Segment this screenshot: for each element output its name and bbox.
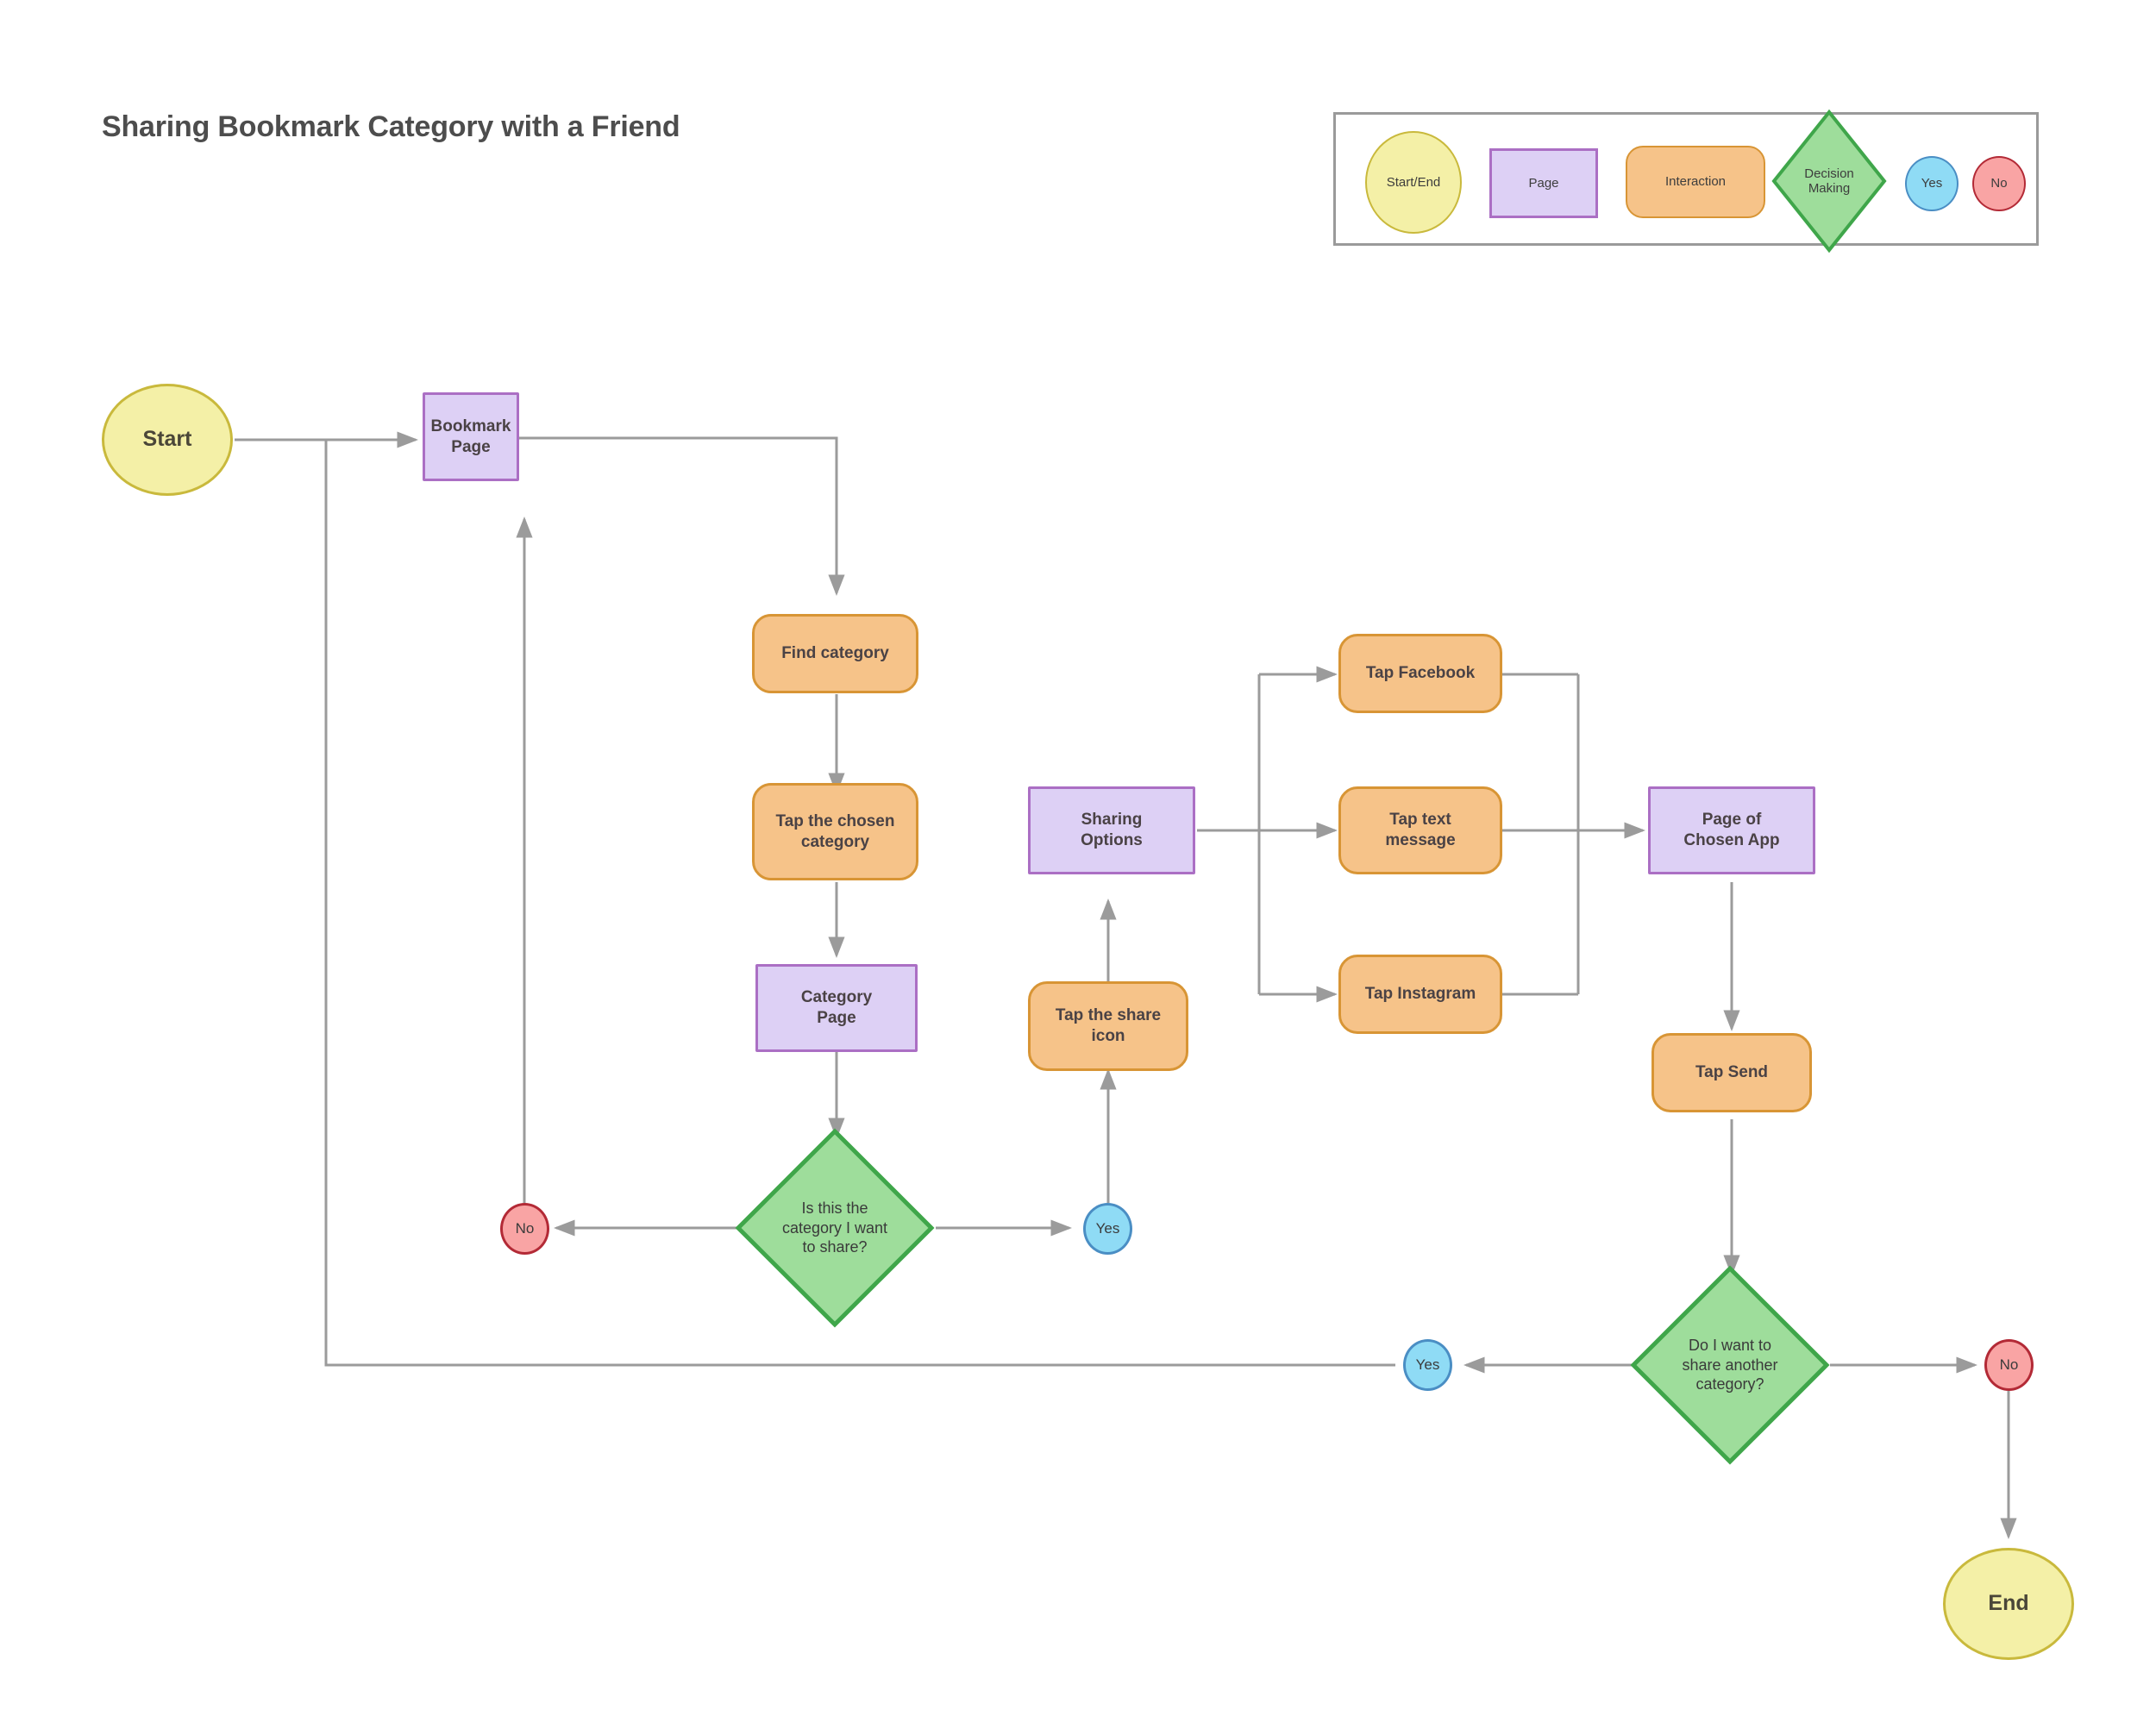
node-tap-facebook-label: Tap Facebook [1365,664,1476,683]
node-yes-share-another-label: Yes [1415,1356,1440,1374]
diamond-shape-icon [1630,1265,1830,1465]
node-decision1-line2: category I want [781,1218,888,1237]
page-title: Sharing Bookmark Category with a Friend [102,110,680,143]
diamond-shape-icon [735,1128,935,1328]
node-no-share-another-label: No [1999,1356,2019,1374]
legend-item-start-end: Start/End [1365,131,1462,234]
node-tap-chosen-category-line2: category [800,832,870,851]
node-decision-share-another-label: Do I want to share another category? [1630,1336,1830,1394]
node-page-of-chosen-app-line1: Page of [1702,811,1762,830]
node-bookmark-page-label: Bookmark Page [425,416,517,458]
node-bookmark-page-line1: Bookmark [430,416,511,435]
node-no-category-label: No [515,1220,535,1237]
node-find-category[interactable]: Find category [752,614,918,693]
node-tap-text-message[interactable]: Tap text message [1338,786,1502,874]
node-page-of-chosen-app-line2: Chosen App [1683,831,1780,849]
legend-label-page: Page [1528,175,1559,191]
node-decision2-line2: share another [1682,1356,1778,1374]
diamond-shape-icon [1771,109,1887,254]
legend-label-start-end: Start/End [1386,174,1441,190]
node-no-category[interactable]: No [500,1203,549,1255]
node-tap-text-message-label: Tap text message [1341,810,1500,851]
node-tap-share-icon-label: Tap the share icon [1031,1005,1186,1047]
legend-label-no: No [1990,176,2008,191]
node-sharing-options[interactable]: Sharing Options [1028,786,1195,874]
node-yes-category-label: Yes [1095,1220,1120,1237]
node-decision-share-another[interactable]: Do I want to share another category? [1630,1265,1830,1465]
node-sharing-options-label: Sharing Options [1031,810,1193,851]
node-decision2-line3: category? [1695,1375,1764,1393]
node-tap-chosen-category-line1: Tap the chosen [775,811,895,830]
node-page-of-chosen-app[interactable]: Page of Chosen App [1648,786,1815,874]
node-tap-share-icon-line1: Tap the share [1055,1006,1162,1025]
node-sharing-options-line2: Options [1081,831,1143,849]
node-tap-instagram-label: Tap Instagram [1364,985,1476,1004]
node-start[interactable]: Start [102,384,233,496]
legend-label-decision-line2: Making [1808,181,1851,196]
node-tap-chosen-category-label: Tap the chosen category [755,811,916,853]
legend-box: Start/End Page Interaction Decision Maki… [1333,109,2039,254]
legend-label-decision: Decision Making [1804,166,1854,197]
node-end[interactable]: End [1943,1548,2074,1660]
legend-item-decision: Decision Making [1771,109,1888,254]
legend-item-page: Page [1489,148,1598,218]
edge-bookmark-to-find [517,436,845,597]
node-bookmark-page-line2: Page [451,437,491,456]
node-decision1-line3: to share? [802,1238,868,1256]
node-tap-share-icon-line2: icon [1091,1027,1125,1045]
node-yes-share-another[interactable]: Yes [1403,1339,1452,1391]
node-category-page[interactable]: Category Page [755,964,918,1052]
node-tap-chosen-category[interactable]: Tap the chosen category [752,783,918,880]
node-category-page-line1: Category [800,988,873,1007]
legend-item-interaction: Interaction [1626,146,1765,218]
node-category-page-line2: Page [817,1009,856,1027]
node-tap-share-icon[interactable]: Tap the share icon [1028,981,1188,1071]
node-no-share-another[interactable]: No [1984,1339,2034,1391]
node-decision1-line1: Is this the [801,1199,868,1218]
node-find-category-label: Find category [781,644,889,663]
node-tap-text-message-line2: message [1385,831,1456,849]
legend-label-yes: Yes [1921,176,1943,191]
node-tap-send-label: Tap Send [1695,1063,1769,1082]
node-bookmark-page[interactable]: Bookmark Page [423,392,519,481]
node-tap-text-message-line1: Tap text [1389,811,1451,830]
node-page-of-chosen-app-label: Page of Chosen App [1651,810,1813,851]
node-tap-facebook[interactable]: Tap Facebook [1338,634,1502,713]
node-end-label: End [1988,1591,2029,1616]
node-yes-category[interactable]: Yes [1083,1203,1132,1255]
legend-label-decision-line1: Decision [1804,166,1854,181]
legend-item-yes: Yes [1905,156,1959,211]
node-tap-instagram[interactable]: Tap Instagram [1338,955,1502,1034]
legend-item-no: No [1972,156,2026,211]
node-decision2-line1: Do I want to [1688,1337,1772,1355]
node-tap-send[interactable]: Tap Send [1651,1033,1812,1112]
node-decision-is-this-category[interactable]: Is this the category I want to share? [735,1128,935,1328]
node-start-label: Start [142,427,192,452]
node-sharing-options-line1: Sharing [1081,811,1143,830]
legend-label-interaction: Interaction [1664,174,1727,190]
node-category-page-label: Category Page [758,987,915,1029]
node-decision-is-this-category-label: Is this the category I want to share? [735,1199,935,1257]
